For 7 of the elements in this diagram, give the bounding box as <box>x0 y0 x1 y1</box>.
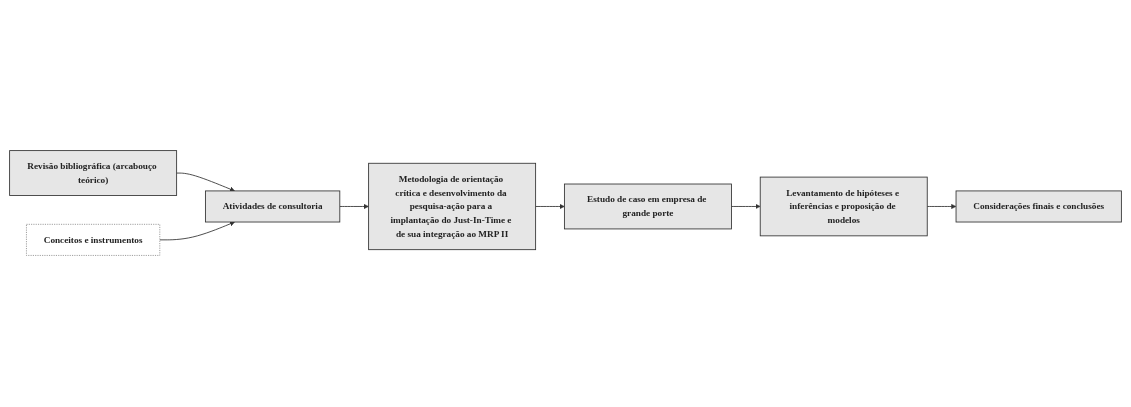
node-box: Levantamento de hipóteses e inferências e proposição de modelos <box>759 177 928 237</box>
node-box: Revisão bibliográfica (arcabouço teórico) <box>9 150 178 197</box>
node-box: Estudo de caso em empresa de grande porte <box>564 184 732 230</box>
node-box: Metodologia de orientação crítica e desenvolvimento da pesquisa-ação para a implantação do Just-In-Time e de sua integração ao MRP II <box>368 163 537 251</box>
node-box: Atividades de consultoria <box>205 191 341 223</box>
node-box: Considerações finais e conclusões <box>955 191 1122 223</box>
node-box: Conceitos e instrumentos <box>26 224 161 257</box>
